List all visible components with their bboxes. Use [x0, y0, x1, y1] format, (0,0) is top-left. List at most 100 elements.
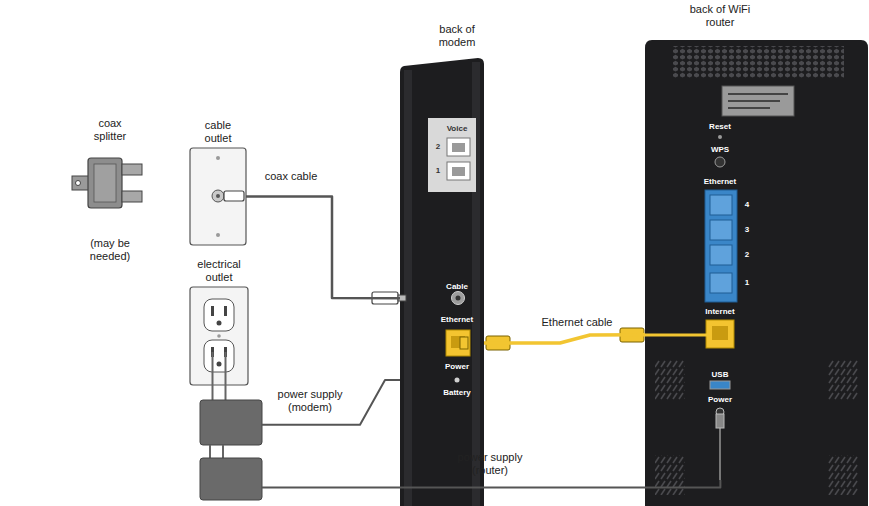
power-adapter-router-drawing: [200, 458, 262, 500]
router-drawing-part: [715, 157, 725, 167]
router-drawing-part: [718, 135, 722, 139]
cable-outlet-drawing-part: [216, 194, 220, 198]
modem-drawing-part: [456, 296, 461, 301]
power-adapter-modem-drawing-part: [222, 445, 224, 458]
cable-connector: [262, 480, 720, 487]
power-adapter-modem-drawing-part: [209, 445, 211, 458]
coax-splitter-drawing-part: [72, 176, 90, 190]
modem-drawing-part: [446, 330, 470, 356]
port-label: Reset: [709, 122, 731, 131]
router-drawing-part: [719, 420, 721, 480]
cable-outlet-drawing-part: [224, 191, 244, 201]
router-drawing-part: [710, 273, 732, 293]
modem-drawing-part: [447, 162, 470, 180]
ethernet-plug-drawing-part: [460, 337, 468, 349]
router-drawing-part: [655, 455, 685, 495]
router-drawing: [644, 40, 868, 506]
cable-connector: [262, 380, 400, 425]
port-label: Internet: [705, 307, 734, 316]
coax-splitter-drawing-part: [122, 164, 142, 175]
modem-drawing-part: [428, 118, 476, 192]
device-label: (may be needed): [80, 237, 140, 262]
port-label: WPS: [711, 145, 729, 154]
electrical-outlet-node: electrical outlet: [190, 287, 248, 385]
device-label: electrical outlet: [197, 258, 240, 283]
port-label: 3: [745, 225, 749, 234]
device-label: power supply (router): [448, 451, 532, 476]
router-drawing-part: [722, 86, 794, 116]
modem-drawing-part: [455, 378, 460, 383]
device-label: back of modem: [431, 23, 483, 48]
electrical-outlet-drawing-part: [190, 287, 248, 385]
coax-splitter-drawing: [72, 158, 142, 208]
router-drawing-part: [710, 245, 732, 265]
port-label: 2: [745, 250, 749, 259]
modem-drawing-part: [452, 143, 465, 152]
cable-outlet-drawing: [190, 148, 246, 245]
splitter-node: coax splitter(may be needed): [68, 122, 152, 268]
router-drawing-part: [672, 46, 844, 78]
electrical-outlet-drawing-part: [217, 334, 221, 338]
electrical-outlet-drawing-part: [204, 340, 234, 372]
router-drawing-part: [712, 326, 728, 340]
router-drawing-part: [706, 320, 734, 348]
router-drawing-part: [655, 360, 685, 400]
port-label: 2: [436, 142, 440, 151]
coax-splitter-drawing-part: [76, 181, 81, 186]
router-node: back of WiFi routerResetWPSEthernet4321I…: [645, 40, 868, 480]
cable-connector: [484, 335, 645, 343]
cable-outlet-drawing-part: [212, 190, 224, 202]
port-label: 4: [745, 200, 749, 209]
port-label: Ethernet: [704, 177, 736, 186]
router-drawing-part: [710, 381, 730, 389]
cable-outlet-drawing-part: [216, 156, 220, 160]
electrical-outlet-drawing-part: [217, 362, 222, 367]
device-label: back of WiFi router: [680, 3, 760, 28]
modem-drawing: [400, 58, 484, 506]
port-label: Power: [708, 395, 732, 404]
electrical-outlet-drawing-part: [211, 306, 214, 316]
router-drawing-part: [710, 195, 732, 215]
electrical-outlet-drawing-part: [224, 306, 227, 316]
coax-splitter-drawing-part: [88, 158, 122, 208]
cable-connector: [246, 197, 400, 299]
port-label: Battery: [443, 388, 471, 397]
ethernet-plug-drawing: [460, 328, 644, 350]
port-label: Power: [445, 362, 469, 371]
power-adapter-modem-drawing-part: [200, 400, 262, 445]
power-adapter-router-drawing-part: [200, 458, 262, 500]
router-drawing-part: [828, 360, 858, 400]
modem-drawing-part: [400, 58, 484, 506]
power-supply-node: power supply (modem): [200, 400, 262, 445]
electrical-outlet-drawing-part: [204, 299, 234, 331]
router-drawing-part: [728, 107, 770, 109]
power-adapter-modem-drawing: [200, 400, 262, 458]
port-label: Ethernet: [441, 315, 473, 324]
router-drawing-part: [705, 190, 737, 302]
cable-outlet-drawing-part: [190, 148, 246, 245]
modem-drawing-part: [452, 292, 465, 305]
router-drawing-part: [728, 93, 788, 95]
port-label: 1: [745, 278, 749, 287]
cable-label: Ethernet cable: [540, 316, 615, 328]
port-label: Voice: [447, 124, 468, 133]
electrical-outlet-drawing-part: [225, 352, 227, 400]
device-label: cable outlet: [204, 119, 232, 144]
port-label: 1: [436, 166, 440, 175]
cable-outlet-drawing-part: [216, 233, 220, 237]
electrical-outlet-drawing-part: [212, 352, 214, 400]
router-drawing-part: [716, 414, 724, 428]
cable-label: coax cable: [263, 170, 320, 182]
router-drawing-part: [828, 455, 858, 495]
router-drawing-part: [728, 100, 780, 102]
power-supply-node: power supply (router): [200, 458, 262, 500]
cable-outlet-node: cable outlet: [190, 148, 246, 245]
electrical-outlet-drawing: [190, 287, 248, 400]
device-label: power supply (modem): [273, 388, 347, 413]
port-label: Cable: [446, 282, 468, 291]
coax-splitter-drawing-part: [94, 164, 116, 202]
router-drawing-part: [645, 40, 868, 506]
